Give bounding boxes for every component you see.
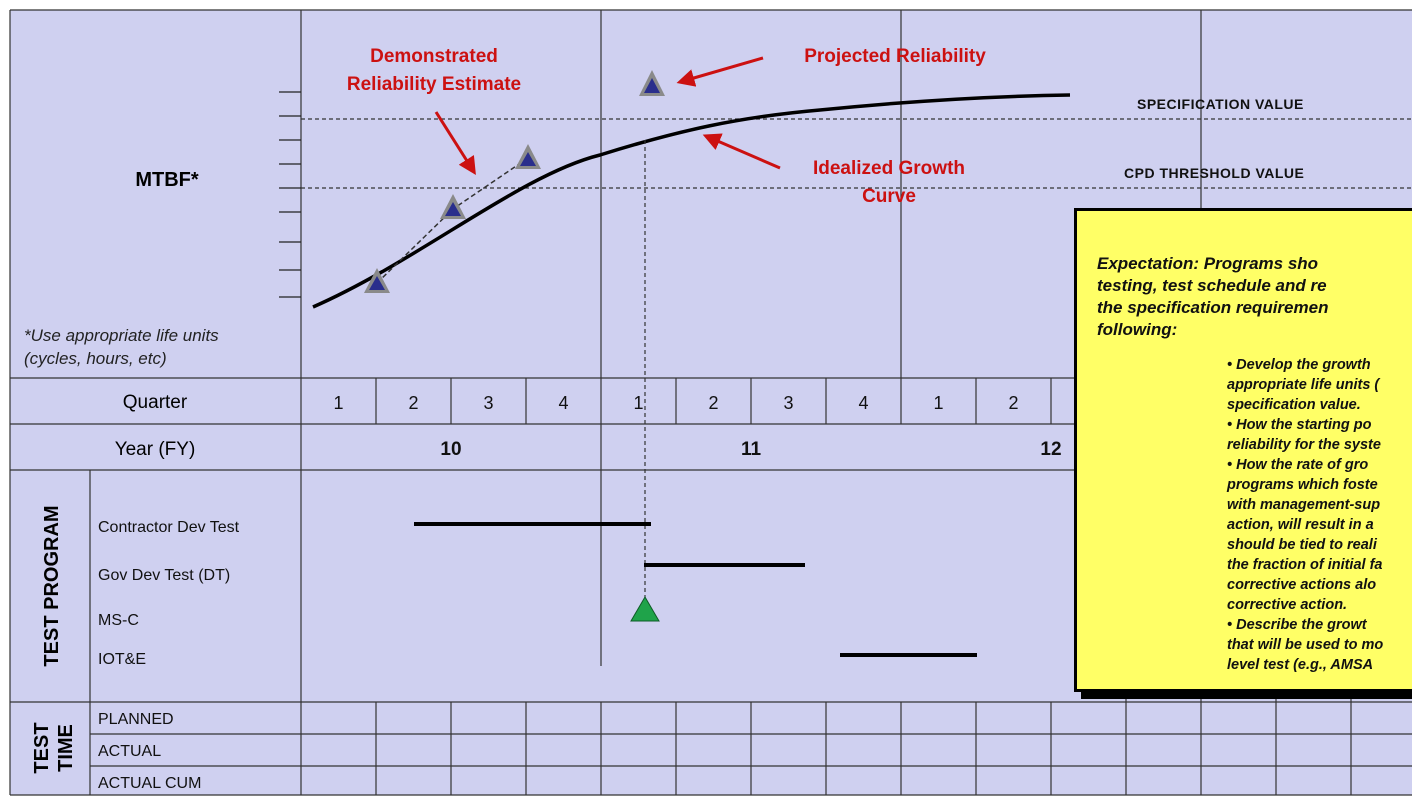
test-time-item: PLANNED: [98, 711, 174, 728]
demonstrated-point: [515, 144, 541, 169]
quarter-label: 4: [558, 393, 568, 413]
test-time-item: ACTUAL CUM: [98, 775, 201, 792]
idealized-annotation-line2: Curve: [862, 186, 916, 207]
quarter-cells: 1 2 3 4 1 2 3 4 1 2: [333, 393, 1018, 413]
specification-label: SPECIFICATION VALUE: [1137, 96, 1304, 112]
projected-annotation: Projected Reliability: [804, 46, 986, 67]
test-program-item: MS-C: [98, 612, 139, 629]
expectation-bullet: • Develop the growth appropriate life un…: [1227, 357, 1380, 413]
arrow-idealized: [702, 133, 781, 170]
ms-c-milestone-marker: [630, 596, 660, 622]
quarter-label: 1: [333, 393, 343, 413]
expectation-intro: Expectation: Programs sho testing, test …: [1097, 254, 1329, 339]
projected-point: [639, 70, 665, 96]
demonstrated-point: [364, 268, 390, 293]
table-grid: [9, 9, 1412, 796]
life-units-note-line2: (cycles, hours, etc): [24, 349, 167, 368]
arrow-demonstrated: [434, 111, 476, 176]
quarter-label: 3: [483, 393, 493, 413]
test-time-item: ACTUAL: [98, 743, 161, 760]
quarter-label: 3: [783, 393, 793, 413]
year-label: 12: [1040, 439, 1061, 460]
threshold-label: CPD THRESHOLD VALUE: [1124, 165, 1304, 181]
mtbf-label: MTBF*: [135, 169, 199, 191]
quarter-label: 4: [858, 393, 868, 413]
expectation-bullet: • Describe the growt that will be used t…: [1227, 617, 1384, 673]
test-program-item: Gov Dev Test (DT): [98, 567, 230, 584]
arrow-projected: [676, 56, 764, 87]
life-units-note-line1: *Use appropriate life units: [24, 326, 219, 345]
test-time-header-line2: TIME: [55, 724, 77, 772]
quarter-label: 2: [408, 393, 418, 413]
demonstrated-point: [440, 194, 466, 219]
expectation-callout: Expectation: Programs sho testing, test …: [1074, 208, 1412, 692]
test-program-item: Contractor Dev Test: [98, 519, 240, 536]
quarter-header: Quarter: [123, 392, 188, 413]
test-program-item: IOT&E: [98, 651, 146, 668]
quarter-label: 1: [633, 393, 643, 413]
expectation-bullet: • How the rate of gro programs which fos…: [1227, 457, 1383, 613]
quarter-label: 2: [708, 393, 718, 413]
expectation-bullet: • How the starting po reliability for th…: [1227, 417, 1381, 453]
demonstrated-annotation-line2: Reliability Estimate: [347, 74, 521, 95]
quarter-label: 2: [1008, 393, 1018, 413]
test-time-header-line1: TEST: [31, 722, 53, 773]
idealized-annotation-line1: Idealized Growth: [813, 158, 965, 179]
test-program-header: TEST PROGRAM: [41, 505, 63, 666]
year-header: Year (FY): [115, 439, 196, 460]
quarter-label: 1: [933, 393, 943, 413]
demonstrated-annotation-line1: Demonstrated: [370, 46, 498, 67]
idealized-growth-curve: [312, 93, 1071, 309]
year-label: 11: [741, 439, 762, 460]
y-axis-ticks: [279, 91, 301, 298]
year-label: 10: [440, 439, 461, 460]
